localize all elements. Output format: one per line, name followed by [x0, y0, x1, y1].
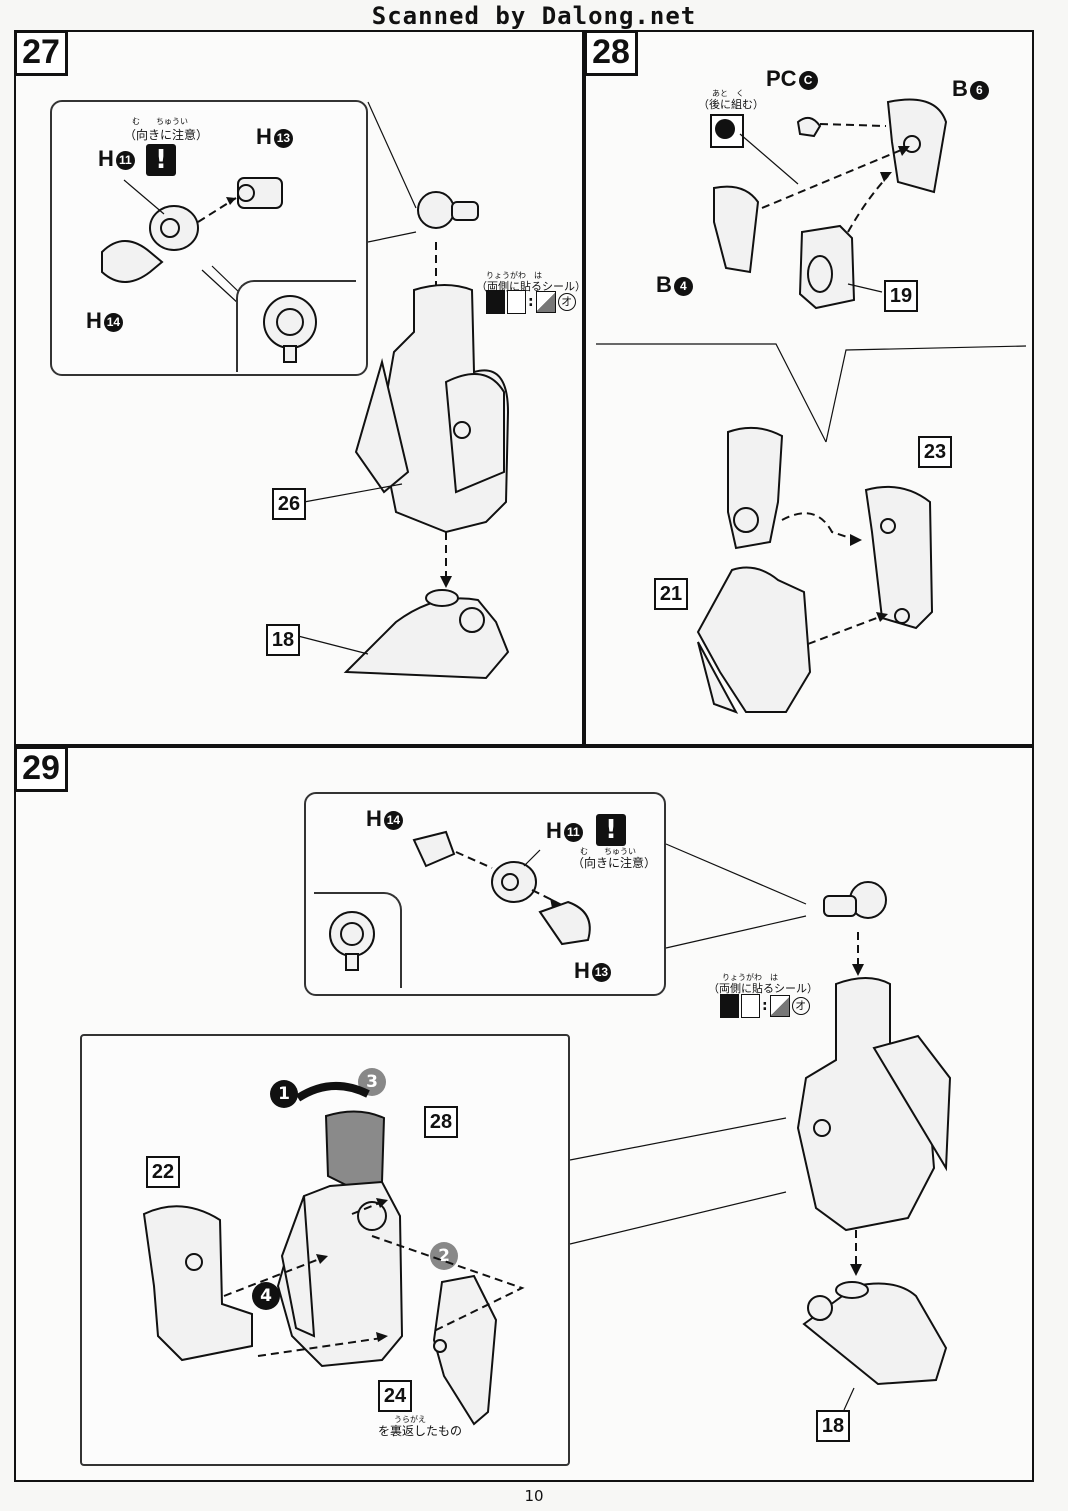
subassembly-tag-23: 23: [918, 436, 952, 468]
seal-note: （両側に貼るシール）: [476, 280, 586, 293]
step29-assembly-drawing: [569, 843, 952, 1411]
part-number-badge: 11: [115, 151, 135, 170]
note-ruby: む ちゅうい: [580, 847, 636, 856]
part-number-badge: 6: [969, 81, 989, 100]
note-ruby: む ちゅうい: [132, 117, 188, 126]
assemble-later-icon: [710, 114, 744, 148]
joint-detail-drawing: [263, 295, 317, 363]
sticker-icon: [535, 291, 556, 313]
warning-icon: !: [146, 144, 176, 176]
subassembly-tag-26: 26: [272, 488, 306, 520]
sticker-letter: オ: [557, 293, 576, 311]
part-h14-cap: [101, 240, 164, 283]
flip-note: を裏返したもの: [378, 1424, 463, 1438]
part-h-joint: [417, 191, 455, 229]
step27-assembly-drawing: [297, 101, 510, 680]
part-21-forearm: [696, 566, 812, 713]
subassembly-tag-28: 28: [424, 1106, 458, 1138]
warning-icon: !: [596, 814, 626, 846]
sticker-white-tab: [507, 290, 526, 314]
later-note: （後に組む）: [698, 98, 764, 111]
seal-ruby: りょうがわ は: [722, 973, 778, 982]
orientation-note: （向きに注意）: [572, 856, 657, 870]
sticker-letter: オ: [791, 997, 810, 1015]
sticker-black-tab: [486, 290, 505, 314]
order-step-2: 2: [430, 1242, 458, 1270]
arm-assembly-inset: 1 3 2 4 22 28 24 うらがえ を裏返したもの: [80, 1034, 570, 1466]
sticker-indicator: : オ: [486, 290, 576, 314]
step-number: 28: [584, 30, 638, 76]
joint-detail-drawing: [329, 911, 375, 971]
subassembly-tag-22: 22: [146, 1156, 180, 1188]
sticker-black-tab: [720, 994, 739, 1018]
part-number-badge: 4: [673, 277, 693, 296]
part-number-badge: 14: [383, 811, 403, 830]
part-number-badge: 11: [563, 823, 583, 842]
part-b4-shell: [713, 185, 760, 274]
subassembly-tag-24: 24: [378, 1380, 412, 1412]
scanner-watermark: Scanned by Dalong.net: [371, 2, 697, 30]
flip-ruby: うらがえ: [394, 1415, 426, 1424]
sticker-icon: [769, 995, 790, 1017]
joint-parts-drawing: [412, 830, 591, 946]
part-h14-cap: [412, 830, 456, 868]
part-upper-arm-core: [727, 426, 784, 550]
orientation-note: （向きに注意）: [124, 128, 209, 142]
seal-ruby: りょうがわ は: [486, 271, 542, 280]
order-step-1: 1: [270, 1080, 298, 1108]
part-18-elbow: [343, 597, 510, 680]
joint-parts-drawing: [101, 177, 283, 325]
order-step-4: 4: [252, 1282, 280, 1310]
part-23-armor: [864, 485, 934, 630]
detail-circle-inset: [314, 892, 402, 988]
part-number-badge: C: [798, 71, 818, 90]
step-number: 29: [14, 746, 68, 792]
part-h13-cup: [538, 900, 591, 946]
page-number: 10: [524, 1487, 544, 1505]
step28-assembly-drawing: [596, 98, 1027, 714]
sticker-white-tab: [741, 994, 760, 1018]
part-number-badge: 13: [273, 129, 293, 148]
part-number-badge: 13: [591, 963, 611, 982]
sticker-indicator: : オ: [720, 994, 810, 1018]
seal-note: （両側に貼るシール）: [708, 982, 818, 995]
part-number-badge: 14: [103, 313, 123, 332]
later-ruby: あと く: [712, 89, 744, 98]
part-22-shoulder: [142, 1205, 253, 1362]
step29-arm-drawing: [142, 1081, 525, 1426]
step-number: 27: [14, 30, 68, 76]
detail-circle-inset: [236, 280, 356, 372]
subassembly-tag-19: 19: [884, 280, 918, 312]
subassembly-tag-21: 21: [654, 578, 688, 610]
subassembly-tag-18: 18: [266, 624, 300, 656]
subassembly-tag-18: 18: [816, 1410, 850, 1442]
